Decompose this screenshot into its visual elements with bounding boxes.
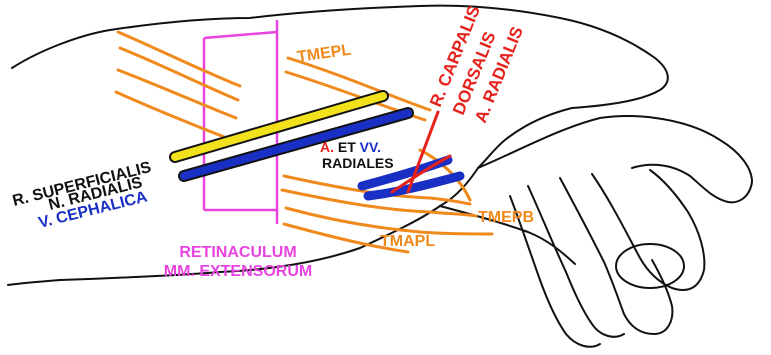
finger-3-outline — [560, 178, 672, 334]
label-vessels-a: A. — [320, 139, 334, 155]
label-vessels-radiales: RADIALES — [322, 155, 394, 171]
label-tmepb: TMEPB — [478, 209, 534, 226]
label-tmepl: TMEPL — [296, 42, 352, 66]
label-retinaculum-2: MM. EXTENSORUM — [164, 263, 312, 280]
tendon-line — [116, 92, 232, 140]
retinaculum — [204, 20, 277, 224]
label-vessels-et: ET — [334, 139, 360, 155]
label-vessels-vv: VV. — [360, 139, 381, 155]
retinaculum-top-edge — [204, 32, 277, 38]
label-tmapl: TMAPL — [380, 233, 435, 250]
label-retinaculum-1: RETINACULUM — [179, 244, 296, 261]
fingertip-outline — [616, 244, 684, 288]
tendon-line — [120, 48, 238, 100]
label-vessels: A. ET VV. — [320, 139, 381, 155]
